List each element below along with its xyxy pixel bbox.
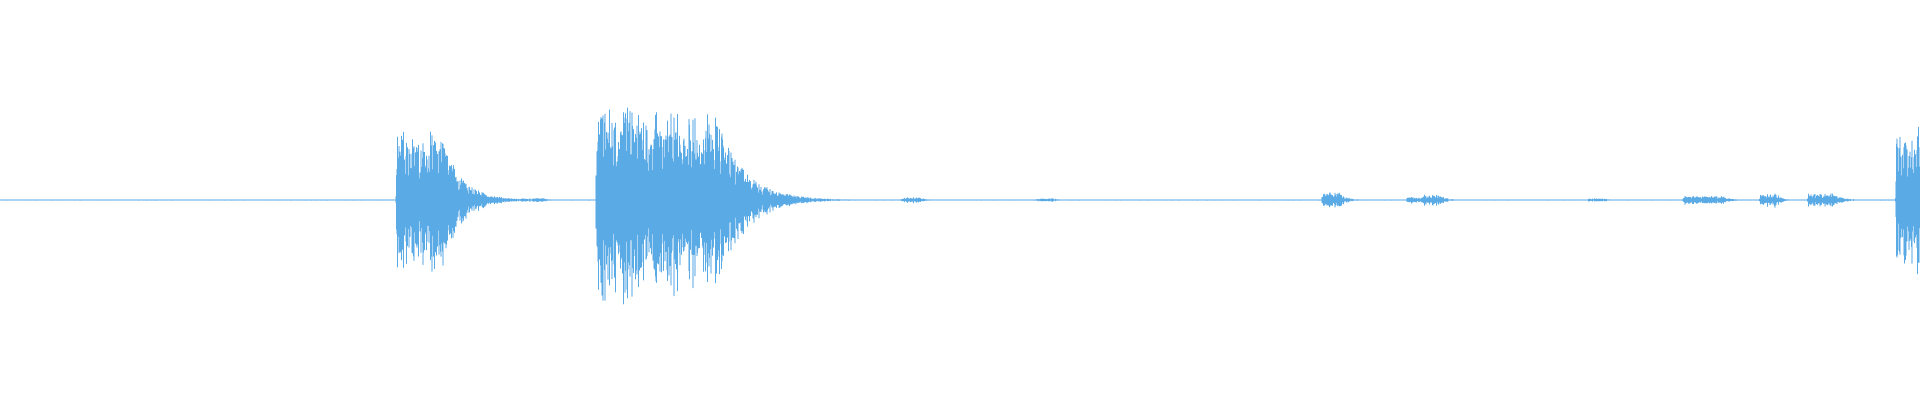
waveform-path — [0, 107, 1920, 305]
